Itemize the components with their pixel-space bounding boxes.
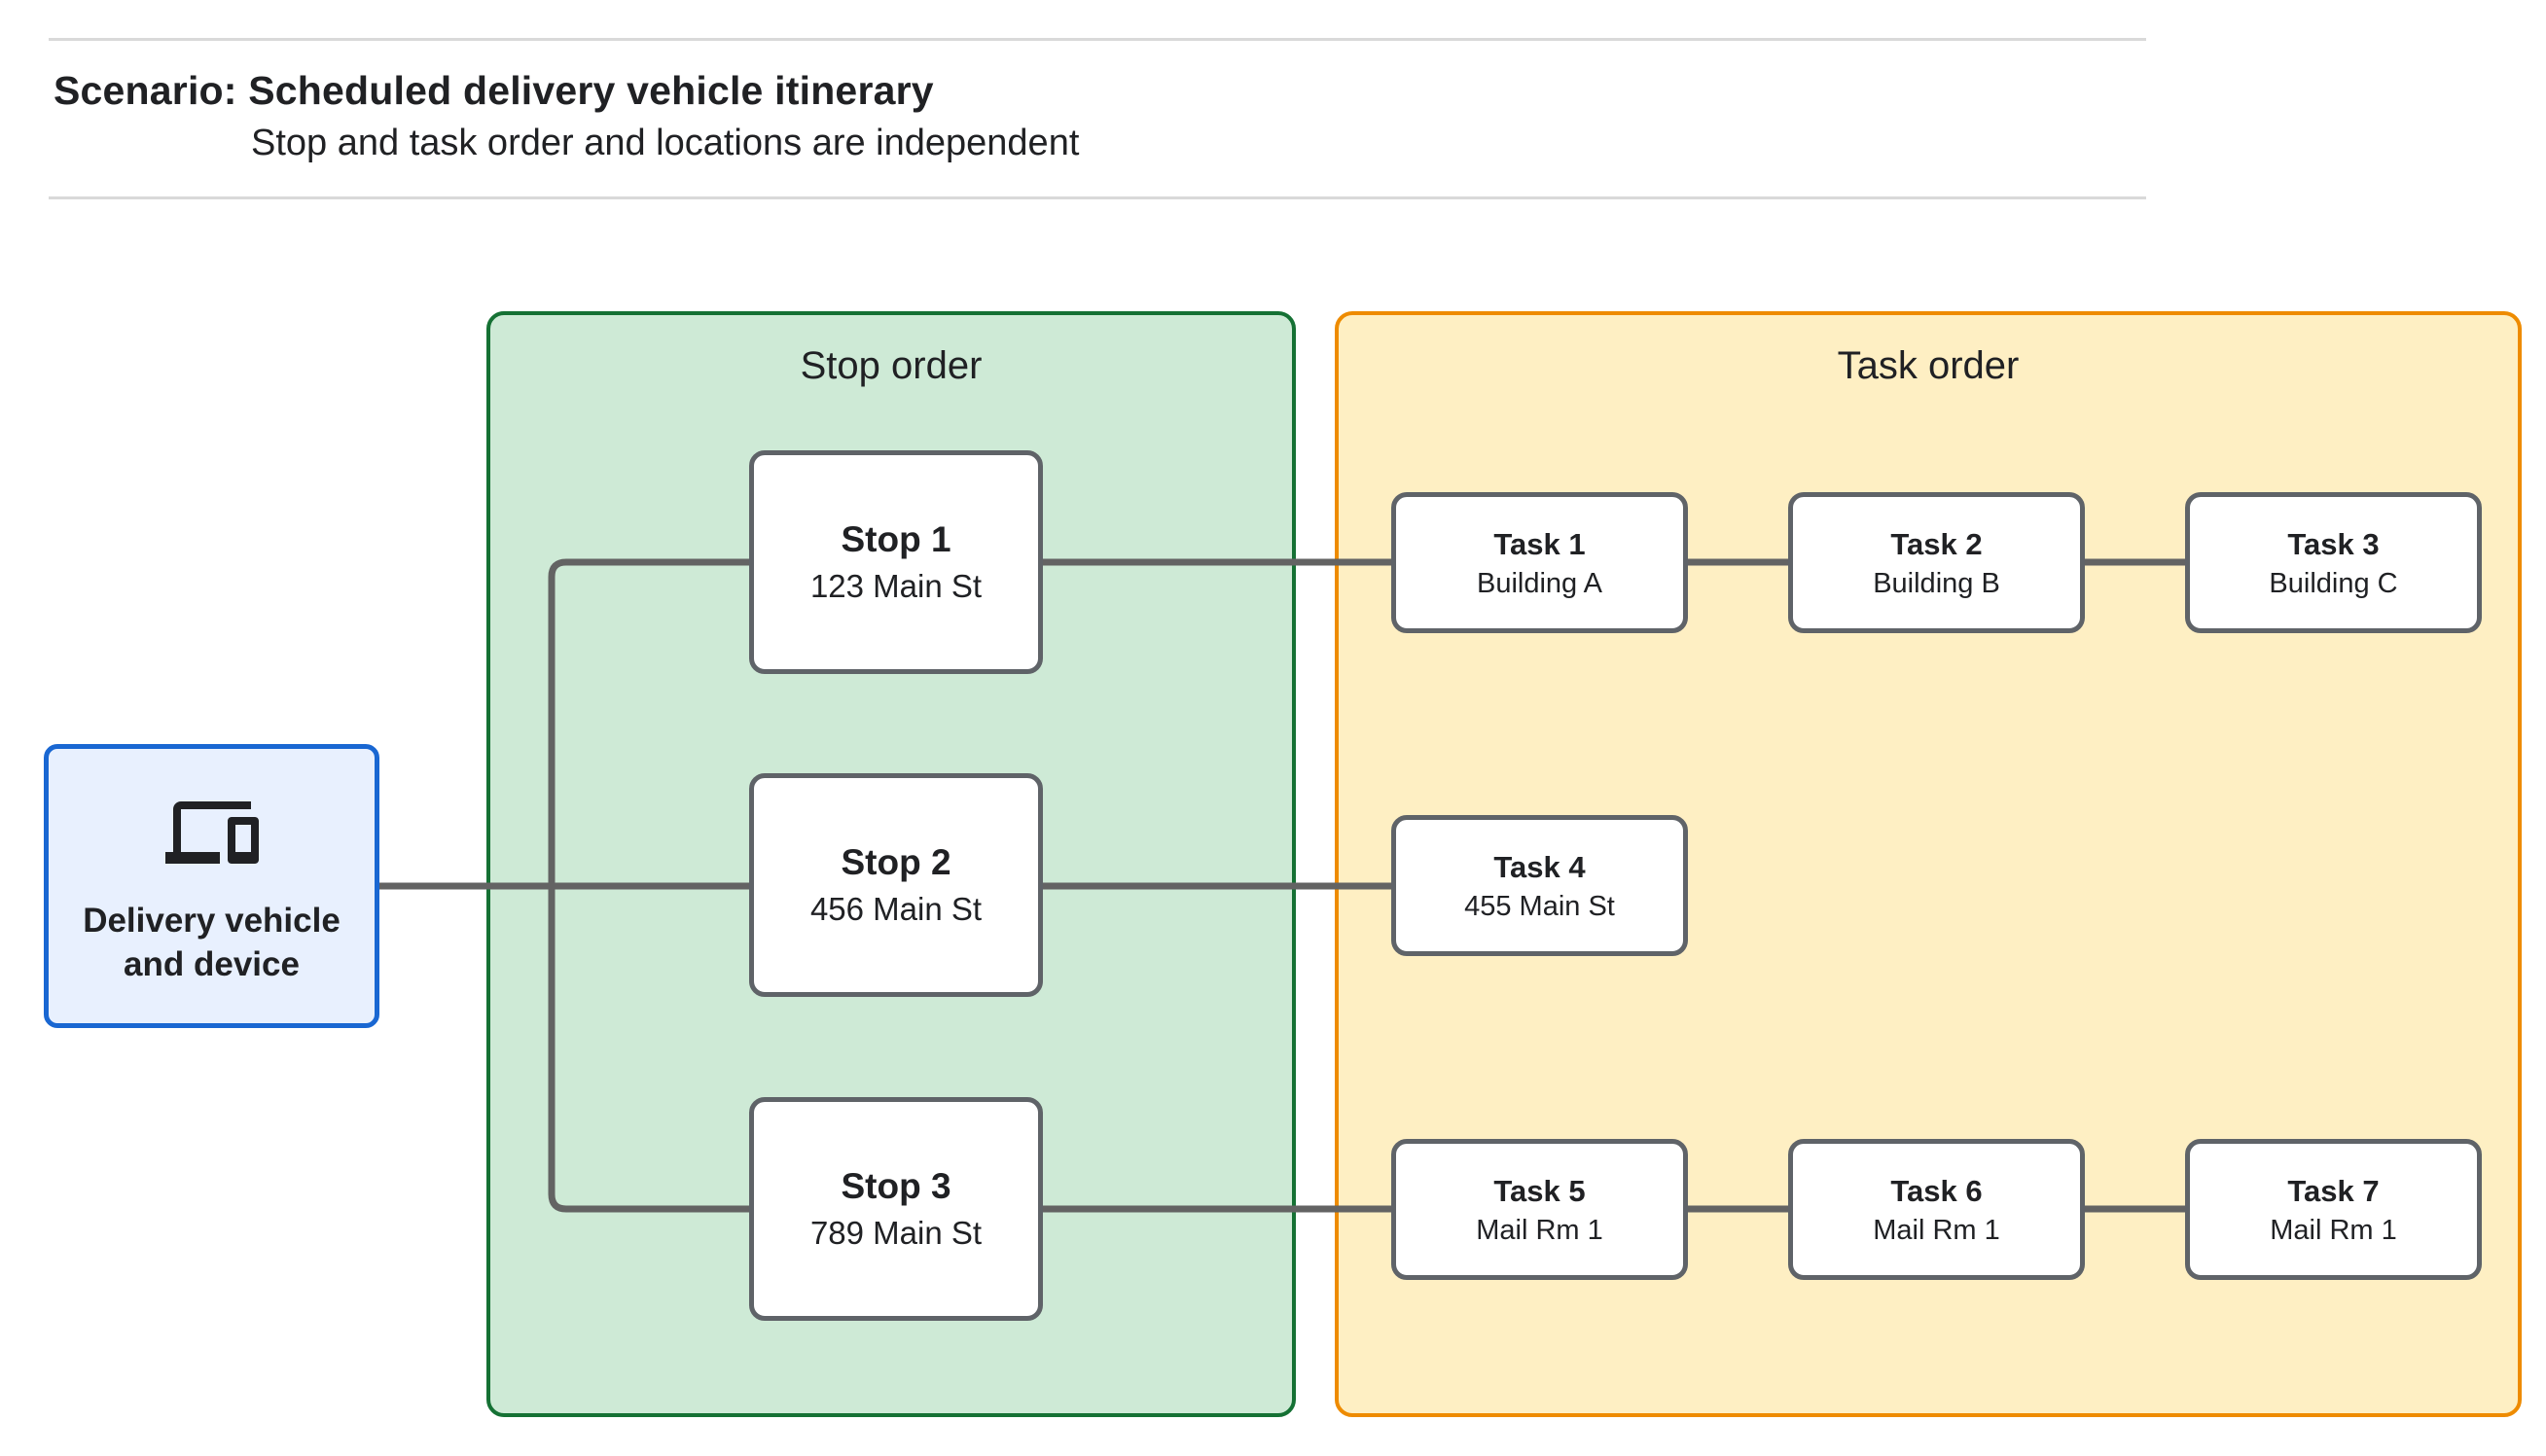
page-title: Scenario: Scheduled delivery vehicle iti… [54,68,934,113]
stop-title: Stop 1 [841,519,951,559]
stop-location: 789 Main St [809,1215,983,1251]
task-node-3: Task 3 Building C [2185,492,2482,633]
stop-location: 456 Main St [809,891,983,927]
task-title: Task 1 [1493,526,1586,561]
task-title: Task 7 [2287,1173,2380,1208]
task-title: Task 4 [1493,849,1586,884]
task-node-6: Task 6 Mail Rm 1 [1788,1139,2085,1280]
task-order-panel-title: Task order [1837,344,2020,387]
task-location: Building B [1873,567,2000,599]
task-node-5: Task 5 Mail Rm 1 [1391,1139,1688,1280]
stop-location: 123 Main St [809,568,983,604]
task-node-1: Task 1 Building A [1391,492,1688,633]
stop-order-panel-title: Stop order [800,344,983,387]
stop-title: Stop 2 [841,842,951,882]
stop-node-3: Stop 3 789 Main St [749,1097,1043,1321]
stop-node-1: Stop 1 123 Main St [749,450,1043,674]
task-title: Task 3 [2287,526,2380,561]
delivery-vehicle-node: Delivery vehicle and device [44,744,379,1028]
stop-title: Stop 3 [841,1166,951,1206]
task-node-7: Task 7 Mail Rm 1 [2185,1139,2482,1280]
task-title: Task 2 [1890,526,1983,561]
task-node-2: Task 2 Building B [1788,492,2085,633]
delivery-vehicle-label: Delivery vehicle and device [83,902,341,983]
task-location: Mail Rm 1 [1873,1214,2000,1246]
task-location: 455 Main St [1464,890,1615,922]
task-location: Mail Rm 1 [2270,1214,2397,1246]
devices-icon [164,801,259,864]
header-divider-bottom [49,196,2146,199]
task-title: Task 5 [1493,1173,1586,1208]
stop-node-2: Stop 2 456 Main St [749,773,1043,997]
header-divider-top [49,38,2146,41]
task-node-4: Task 4 455 Main St [1391,815,1688,956]
task-location: Mail Rm 1 [1476,1214,1603,1246]
task-title: Task 6 [1890,1173,1983,1208]
page-subtitle: Stop and task order and locations are in… [251,123,1080,163]
task-location: Building C [2269,567,2398,599]
task-location: Building A [1477,567,1602,599]
